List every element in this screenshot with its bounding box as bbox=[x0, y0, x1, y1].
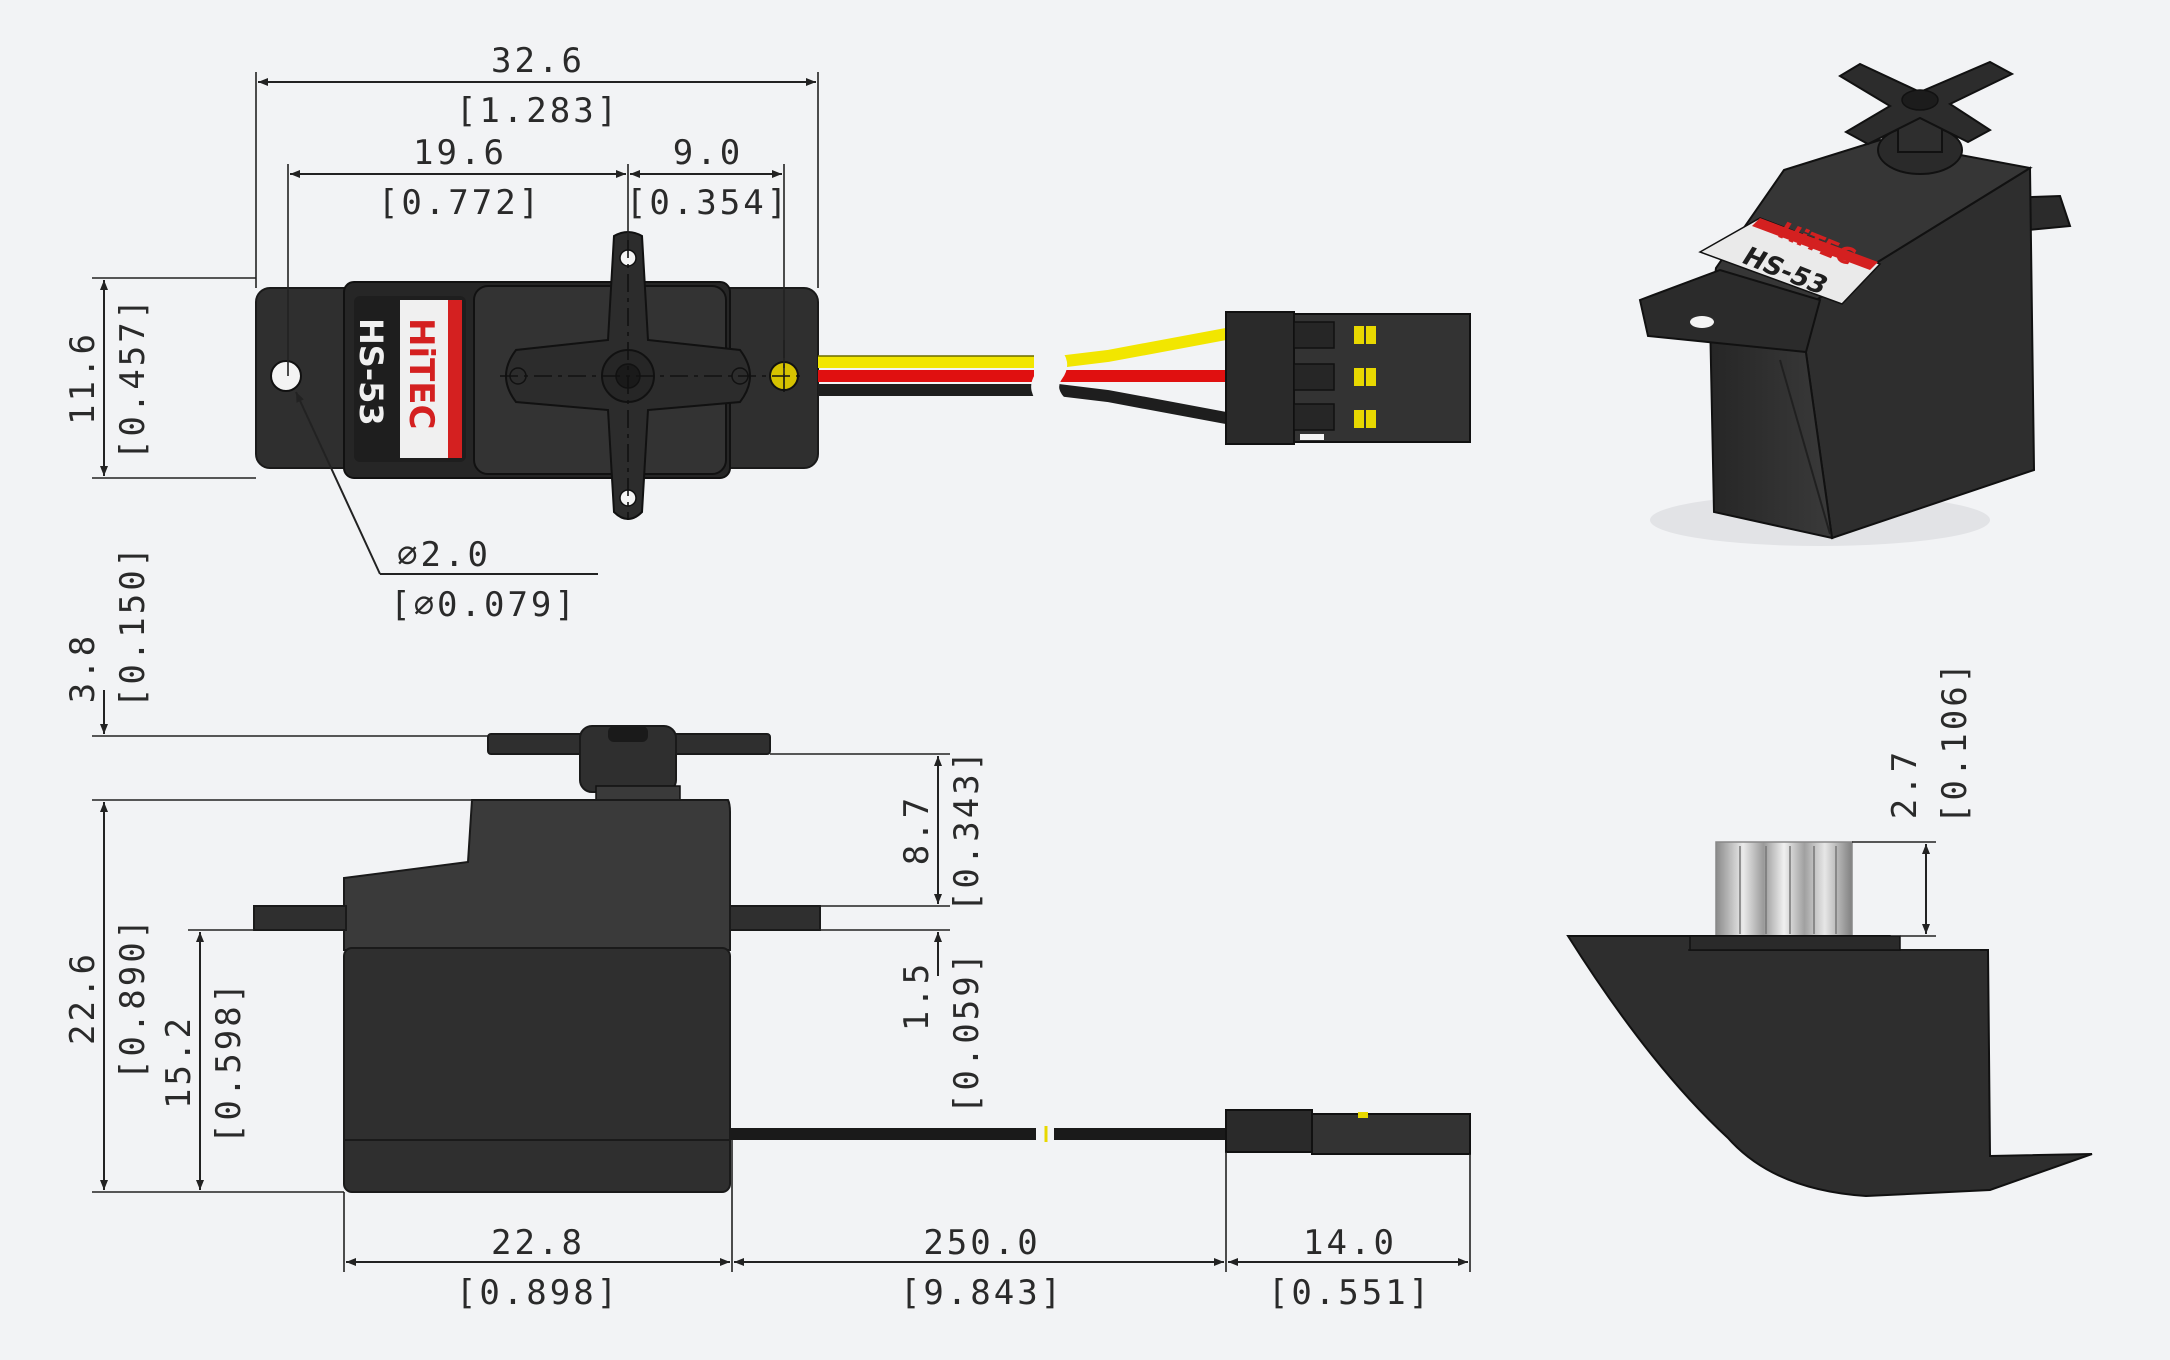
iso-view: HiTEC HS-53 bbox=[1638, 60, 2072, 546]
dim-hole-diameter-in: [∅0.079] bbox=[390, 585, 578, 625]
dim-overall-width-mm: 32.6 bbox=[491, 41, 585, 81]
dim-case-width-mm: 11.6 bbox=[63, 331, 103, 425]
detail-case-section bbox=[1566, 935, 2093, 1198]
dim-flange-to-top-mm: 8.7 bbox=[897, 795, 937, 865]
dim-case-length-in: [0.898] bbox=[456, 1273, 620, 1313]
side-flange-left bbox=[253, 905, 347, 931]
dim-flange-thickness: 1.5 [0.059] bbox=[820, 929, 987, 1114]
output-spline bbox=[1715, 841, 1853, 937]
dim-total-height: 22.6 [0.890] bbox=[63, 802, 344, 1193]
dim-horn-height: 3.8 [0.150] bbox=[63, 544, 488, 801]
dim-total-height-mm: 22.6 bbox=[63, 951, 103, 1045]
dim-mount-height: 15.2 [0.598] bbox=[159, 929, 254, 1190]
dim-wire-length-mm: 250.0 bbox=[923, 1223, 1040, 1263]
dim-shaft-to-hole-mm: 9.0 bbox=[673, 133, 743, 173]
dim-hole-diameter-mm: ∅2.0 bbox=[397, 535, 491, 575]
connector-top bbox=[1225, 311, 1471, 445]
dim-flange-thickness-mm: 1.5 bbox=[897, 961, 937, 1031]
dim-flange-to-top: 8.7 [0.343] bbox=[770, 748, 987, 912]
dim-flange-to-top-in: [0.343] bbox=[947, 748, 987, 912]
servo-wires-top bbox=[818, 328, 1228, 424]
iso-horn bbox=[1838, 60, 2015, 175]
dim-shaft-to-hole: 9.0 [0.354] bbox=[626, 133, 790, 376]
top-view: HiTEC HS-53 bbox=[63, 41, 1471, 625]
dim-case-length: 22.8 [0.898] bbox=[343, 1140, 733, 1313]
dim-connector-length-mm: 14.0 bbox=[1303, 1223, 1397, 1263]
side-upper-case bbox=[343, 799, 731, 951]
dim-hole-to-shaft: 19.6 [0.772] bbox=[287, 133, 629, 376]
dim-hole-to-shaft-mm: 19.6 bbox=[413, 133, 507, 173]
dim-overall-width-in: [1.283] bbox=[456, 91, 620, 131]
connector-side bbox=[1225, 1109, 1471, 1155]
side-view: 3.8 [0.150] 22.6 [0.890] 15.2 [0.598] 8.… bbox=[63, 544, 1471, 1313]
dim-flange-thickness-in: [0.059] bbox=[947, 950, 987, 1114]
dim-horn-height-in: [0.150] bbox=[113, 544, 153, 708]
dim-shaft-to-hole-in: [0.354] bbox=[626, 183, 790, 223]
dim-connector-length: 14.0 [0.551] bbox=[1228, 1154, 1471, 1313]
top-label-brand: HiTEC bbox=[401, 318, 441, 429]
dim-case-width: 11.6 [0.457] bbox=[63, 277, 256, 479]
side-flange-right bbox=[729, 905, 821, 931]
dim-total-height-in: [0.890] bbox=[113, 916, 153, 1080]
top-label: HiTEC HS-53 bbox=[352, 296, 466, 462]
dim-mount-height-mm: 15.2 bbox=[159, 1015, 199, 1109]
dim-case-width-in: [0.457] bbox=[113, 296, 153, 460]
dim-hole-diameter: ∅2.0 [∅0.079] bbox=[295, 391, 598, 625]
dim-hole-to-shaft-in: [0.772] bbox=[378, 183, 542, 223]
dim-connector-length-in: [0.551] bbox=[1268, 1273, 1432, 1313]
dim-spline-height: 2.7 [0.106] bbox=[1852, 660, 1975, 937]
dim-case-length-mm: 22.8 bbox=[491, 1223, 585, 1263]
detail-view: 2.7 [0.106] bbox=[1566, 660, 2093, 1198]
dim-mount-height-in: [0.598] bbox=[209, 980, 249, 1144]
dim-spline-height-in: [0.106] bbox=[1935, 660, 1975, 824]
mount-hole-left bbox=[270, 360, 302, 392]
dim-wire-length: 250.0 [9.843] bbox=[734, 1152, 1227, 1313]
top-label-model: HS-53 bbox=[352, 318, 390, 426]
dim-wire-length-in: [9.843] bbox=[900, 1273, 1064, 1313]
side-lower-case bbox=[343, 947, 731, 1193]
dim-spline-height-mm: 2.7 bbox=[1885, 749, 1925, 819]
dim-horn-height-mm: 3.8 bbox=[63, 633, 103, 703]
dim-overall-width: 32.6 [1.283] bbox=[255, 41, 819, 288]
